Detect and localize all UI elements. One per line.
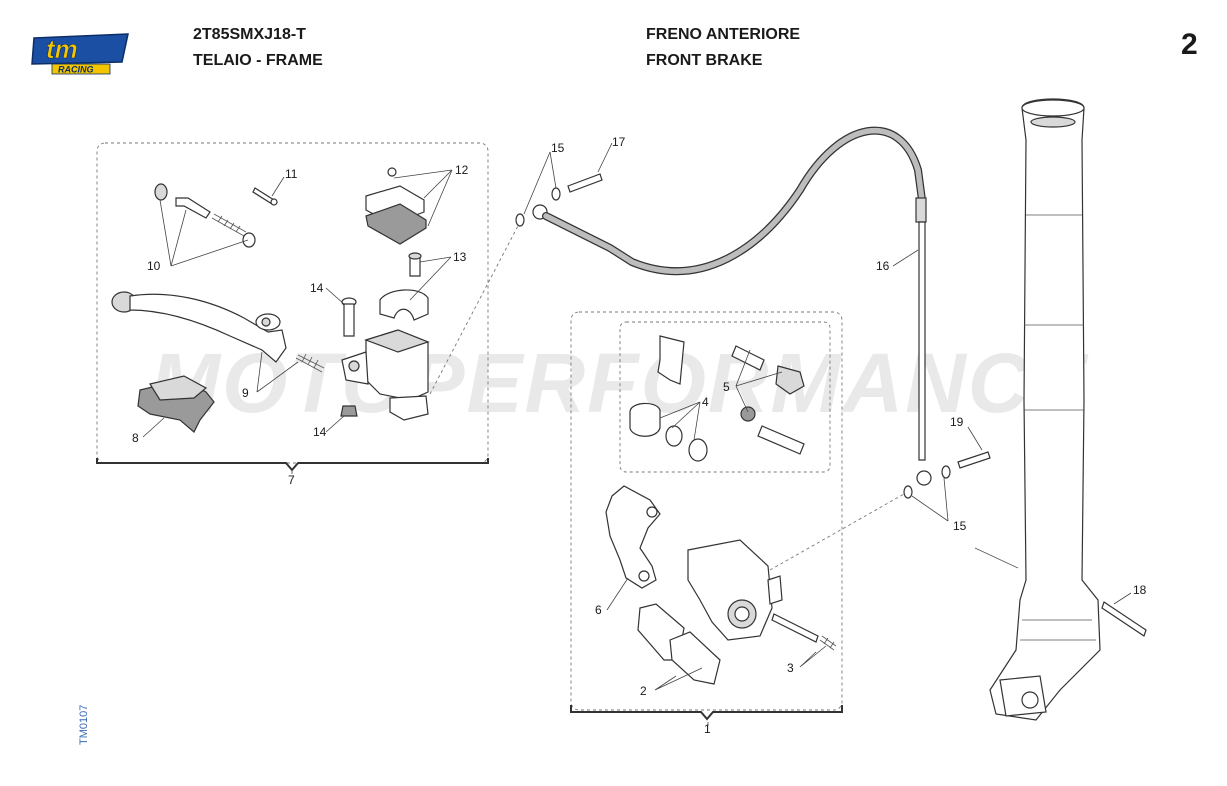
logo-text: tm — [46, 34, 78, 64]
callout-17: 17 — [612, 135, 626, 149]
callout-14-lower: 14 — [313, 425, 327, 439]
brake-lever — [111, 291, 325, 373]
callout-5: 5 — [723, 380, 730, 394]
brake-hose — [515, 126, 991, 499]
group-brace-1 — [570, 705, 843, 721]
reservoir-cap — [365, 167, 427, 245]
page-number: 2 — [1181, 28, 1198, 61]
pad-pin-clip — [657, 335, 685, 385]
callout-4: 4 — [702, 395, 709, 409]
model-code: 2T85SMXJ18-T — [193, 26, 306, 43]
callout-18: 18 — [1133, 583, 1147, 597]
clamp-screw — [408, 252, 422, 277]
fork-lead — [974, 547, 1019, 569]
callout-3: 3 — [787, 661, 794, 675]
group-brace-7 — [96, 458, 489, 472]
link-caliper-hose — [769, 493, 905, 571]
brake-pads — [637, 603, 721, 685]
callout-7: 7 — [288, 473, 295, 487]
handlebar-clamp — [379, 289, 429, 321]
pad-pin-and-spring — [771, 613, 837, 651]
master-cylinder-body — [341, 329, 430, 421]
group-name: TELAIO - FRAME — [193, 52, 323, 69]
callout-2: 2 — [640, 684, 647, 698]
caliper-body — [687, 539, 783, 641]
callout-15-lower: 15 — [953, 519, 967, 533]
callout-9: 9 — [242, 386, 249, 400]
front-fork-leg — [989, 98, 1147, 721]
group-box-1 — [570, 311, 843, 711]
tm-logo-graphic: tm RACING — [31, 33, 129, 75]
callout-12: 12 — [455, 163, 469, 177]
bleed-screws — [731, 345, 805, 455]
callout-13: 13 — [453, 250, 467, 264]
master-cylinder-bolt — [340, 297, 358, 417]
logo-sub-text: RACING — [58, 65, 94, 75]
callout-8: 8 — [132, 431, 139, 445]
callout-11: 11 — [285, 167, 298, 181]
tm-racing-logo: tm RACING — [28, 28, 134, 76]
lever-pin — [252, 187, 278, 206]
pistons-and-seals — [629, 402, 708, 462]
callout-6: 6 — [595, 603, 602, 617]
watermark: MOTOPERFORMANCE — [150, 336, 1089, 430]
link-mc-hose — [429, 221, 521, 395]
callout-10: 10 — [147, 259, 161, 273]
lever-cover — [137, 375, 215, 433]
callout-16: 16 — [876, 259, 890, 273]
caliper-bracket — [605, 485, 661, 589]
leader-lines — [142, 142, 1132, 726]
title-english: FRONT BRAKE — [646, 52, 763, 69]
pivot-bolt-set — [154, 183, 256, 248]
callout-19: 19 — [950, 415, 964, 429]
callout-14-upper: 14 — [310, 281, 324, 295]
title-italian: FRENO ANTERIORE — [646, 26, 801, 43]
callout-1: 1 — [704, 722, 711, 736]
group-box-caliper-kit — [619, 321, 831, 473]
callout-15-upper: 15 — [551, 141, 565, 155]
group-box-7 — [96, 142, 489, 464]
